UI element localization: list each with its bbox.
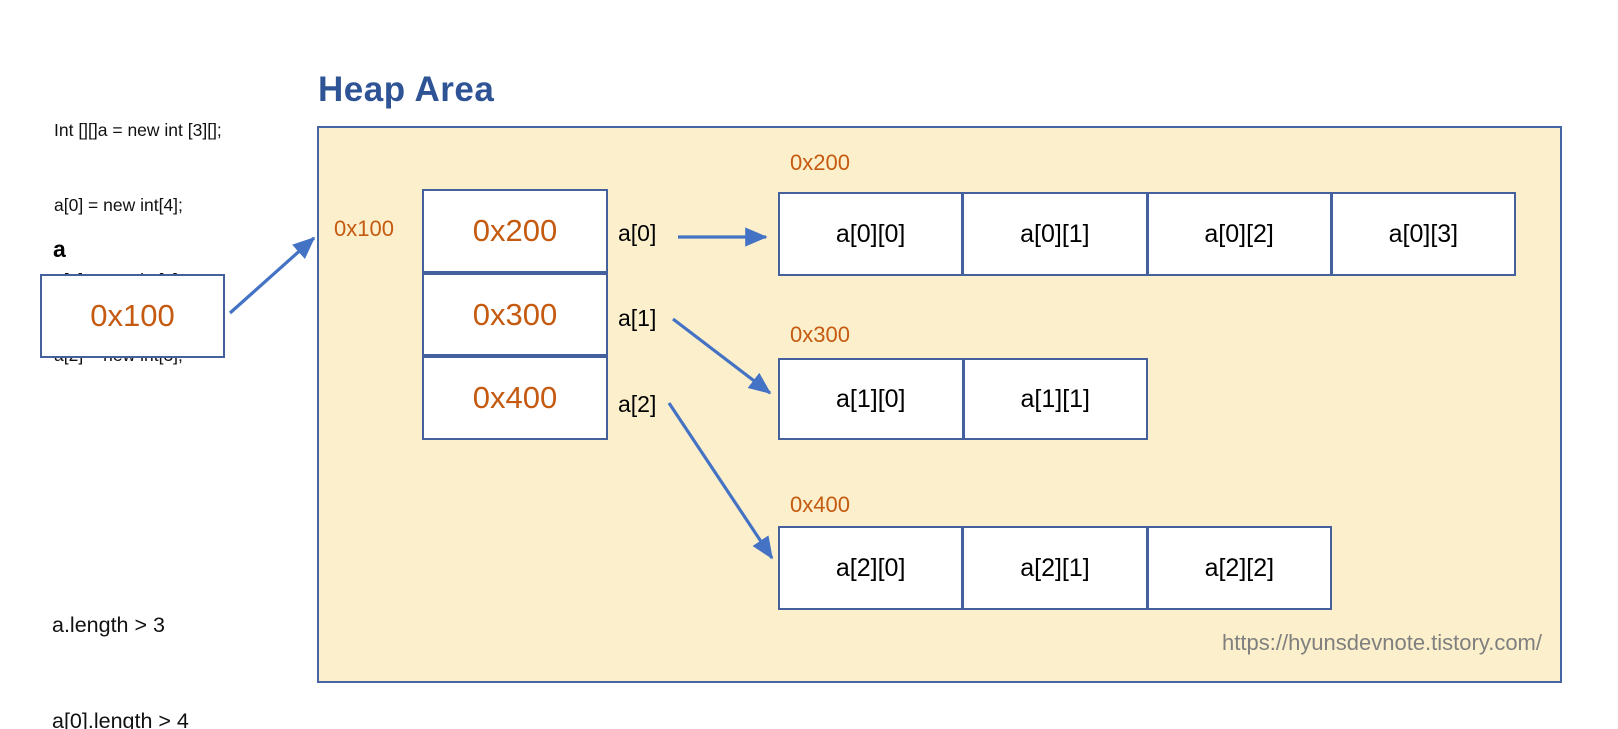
heap-address-label-0x100: 0x100	[334, 216, 394, 241]
array-cell: a[2][2]	[1145, 528, 1330, 608]
array-cell: a[2][0]	[780, 528, 962, 608]
arrow-stack-to-heap	[228, 236, 316, 315]
array-cell: a[0][3]	[1329, 194, 1514, 274]
array-row-a0: a[0][0] a[0][1] a[0][2] a[0][3]	[778, 192, 1516, 276]
stack-variable-label: a	[53, 236, 66, 262]
source-url: https://hyunsdevnote.tistory.com/	[1222, 630, 1542, 655]
array-cell: a[0][2]	[1145, 194, 1330, 274]
row-address-label-0x200: 0x200	[790, 150, 850, 175]
index-label-a1: a[1]	[618, 305, 657, 331]
stack-variable-box: 0x100	[40, 274, 225, 358]
row-address-label-0x300: 0x300	[790, 322, 850, 347]
length-notes: a.length > 3 a[0].length > 4 a[1].length…	[52, 545, 189, 729]
code-line: a[0] = new int[4];	[54, 195, 183, 215]
pointer-array-box: 0x200 0x300 0x400	[422, 189, 608, 440]
array-cell: a[2][1]	[961, 528, 1146, 608]
array-cell: a[1][1]	[961, 360, 1146, 438]
row-address-label-0x400: 0x400	[790, 492, 850, 517]
pointer-cell: 0x300	[424, 270, 606, 355]
index-label-a0: a[0]	[618, 220, 657, 246]
index-label-a2: a[2]	[618, 391, 657, 417]
array-row-a1: a[1][0] a[1][1]	[778, 358, 1148, 440]
array-row-a2: a[2][0] a[2][1] a[2][2]	[778, 526, 1332, 610]
heap-area-title: Heap Area	[318, 70, 495, 109]
java-code-snippet: Int [][]a = new int [3][]; a[0] = new in…	[54, 68, 222, 418]
array-cell: a[0][1]	[961, 194, 1146, 274]
code-line: Int [][]a = new int [3][];	[54, 120, 222, 140]
pointer-cell: 0x400	[424, 354, 606, 439]
stack-variable-value: 0x100	[90, 298, 175, 333]
array-cell: a[1][0]	[780, 360, 962, 438]
pointer-cell: 0x200	[424, 191, 606, 271]
note-line: a.length > 3	[52, 613, 165, 637]
array-cell: a[0][0]	[780, 194, 962, 274]
note-line: a[0].length > 4	[52, 709, 189, 729]
